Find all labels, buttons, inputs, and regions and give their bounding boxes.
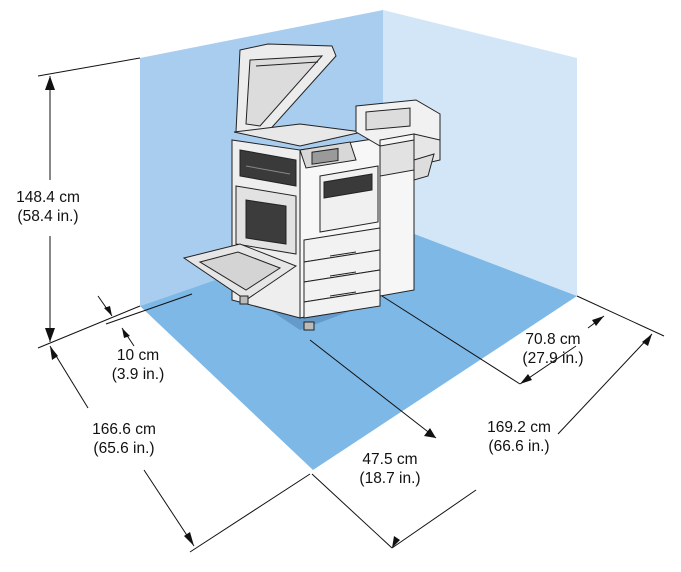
depth-imperial: (65.6 in.) [93,440,155,457]
depth-metric: 166.6 cm [92,421,156,438]
left-gap-label: 10 cm (3.9 in.) [98,346,178,384]
left-gap-extension [105,293,193,325]
width-imperial: (66.6 in.) [488,438,550,455]
dimension-lines [37,57,665,553]
left-gap-imperial: (3.9 in.) [111,366,165,383]
printer [182,43,441,331]
right-gap-metric: 70.8 cm [525,331,581,348]
height-extension-bottom [37,305,141,349]
depth-extension-front [189,473,311,553]
right-gap-imperial: (27.9 in.) [522,350,584,367]
width-label: 169.2 cm (66.6 in.) [466,418,572,456]
height-metric: 148.4 cm [16,189,80,206]
width-dimension-line [311,473,393,549]
front-gap-label: 47.5 cm (18.7 in.) [340,450,440,488]
height-extension-top [37,57,141,77]
front-gap-dimension-line [309,339,437,439]
side-wall [383,10,577,296]
width-metric: 169.2 cm [487,419,551,436]
front-gap-metric: 47.5 cm [362,451,418,468]
height-label: 148.4 cm (58.4 in.) [0,188,96,226]
right-gap-dimension-line [381,295,521,385]
front-gap-imperial: (18.7 in.) [359,470,421,487]
right-gap-label: 70.8 cm (27.9 in.) [500,330,606,368]
arrowheads [45,76,652,548]
left-gap-metric: 10 cm [116,347,160,364]
height-imperial: (58.4 in.) [17,208,79,225]
right-gap-extension [576,295,665,337]
depth-label: 166.6 cm (65.6 in.) [74,420,174,458]
